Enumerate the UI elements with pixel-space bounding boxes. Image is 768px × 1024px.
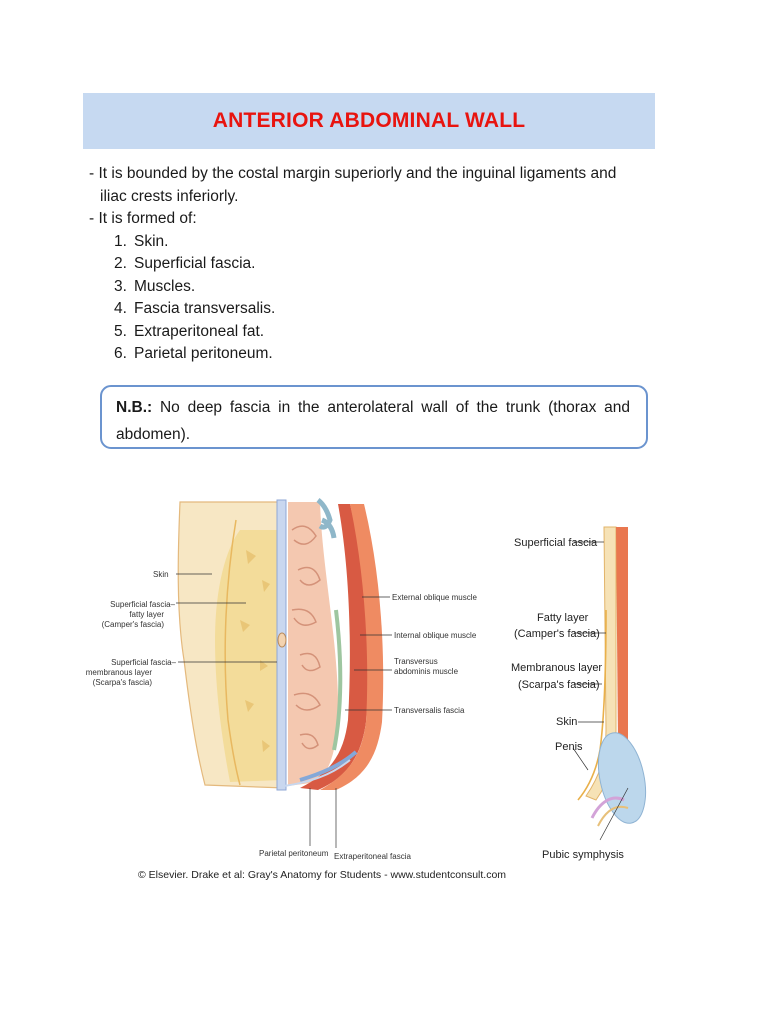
- list-item: 5.Extraperitoneal fat.: [114, 322, 265, 340]
- intro-line-1: - It is bounded by the costal margin sup…: [89, 165, 617, 182]
- label-superficial: Superficial fascia: [514, 537, 598, 549]
- list-item: 6.Parietal peritoneum.: [114, 345, 273, 362]
- label-extraperitoneal: Extraperitoneal fascia: [334, 852, 411, 861]
- composition-section: - It is formed of: 1.Skin. 2.Superficial…: [89, 208, 679, 366]
- list-item: 4.Fascia transversalis.: [114, 300, 276, 317]
- label-penis: Penis: [555, 741, 583, 753]
- page-title: ANTERIOR ABDOMINAL WALL: [212, 109, 526, 132]
- list-item: 3.Muscles.: [114, 277, 196, 295]
- sagittal-illustration: Superficial fascia Fatty layer (Camper's…: [511, 526, 647, 861]
- label-memb-2: (Scarpa's fascia): [518, 679, 600, 691]
- list-item: 1.Skin.: [114, 232, 169, 250]
- label-sf-fatty-1: Superficial fascia–: [110, 600, 175, 609]
- anatomy-figure: Skin Superficial fascia– fatty layer (Ca…: [86, 498, 647, 861]
- label-pubic: Pubic symphysis: [542, 849, 624, 861]
- note-text: No deep fascia in the anterolateral wall…: [116, 399, 630, 443]
- label-memb-1: Membranous layer: [511, 662, 602, 674]
- label-transversus-2: abdominis muscle: [394, 667, 459, 676]
- label-sf-fatty-3: (Camper's fascia): [102, 620, 165, 629]
- label-skin-right: Skin: [556, 716, 577, 728]
- label-fatty-2: (Camper's fascia): [514, 628, 600, 640]
- figure-credit: © Elsevier. Drake et al: Gray's Anatomy …: [138, 869, 507, 881]
- layer-list: 1.Skin. 2.Superficial fascia. 3.Muscles.…: [89, 231, 679, 366]
- label-sf-memb-1: Superficial fascia–: [111, 658, 176, 667]
- label-transversus-1: Transversus: [394, 657, 438, 666]
- label-ext-oblique: External oblique muscle: [392, 593, 477, 602]
- label-sf-memb-2: membranous layer: [86, 668, 153, 677]
- label-sf-fatty-2: fatty layer: [129, 610, 164, 619]
- note-label: N.B.:: [116, 399, 153, 416]
- title-banner: ANTERIOR ABDOMINAL WALL: [83, 93, 655, 149]
- intro-paragraph: - It is bounded by the costal margin sup…: [89, 163, 679, 208]
- note-box: N.B.: No deep fascia in the anterolatera…: [100, 385, 648, 449]
- label-fatty-1: Fatty layer: [537, 612, 589, 624]
- label-int-oblique: Internal oblique muscle: [394, 631, 477, 640]
- abdominal-wall-illustration: Skin Superficial fascia– fatty layer (Ca…: [86, 498, 477, 861]
- label-parietal: Parietal peritoneum: [259, 849, 329, 858]
- label-skin: Skin: [153, 570, 169, 579]
- intro-line-2: iliac crests inferiorly.: [100, 187, 239, 205]
- label-sf-memb-3: (Scarpa's fascia): [93, 678, 153, 687]
- composition-heading: - It is formed of:: [89, 210, 197, 227]
- list-item: 2.Superficial fascia.: [114, 255, 256, 272]
- label-transversalis: Transversalis fascia: [394, 706, 465, 715]
